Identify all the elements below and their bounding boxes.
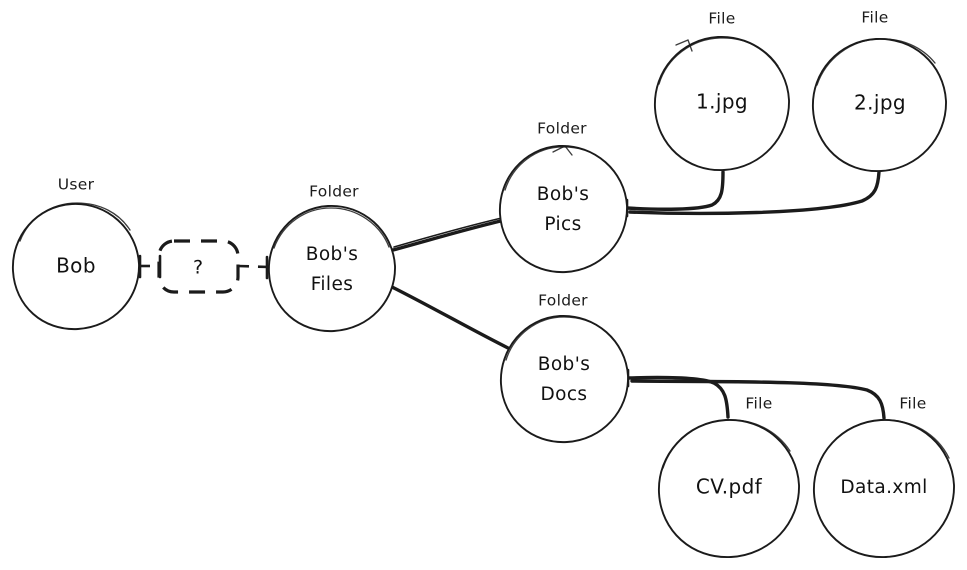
node-bob[interactable]: Bob (12, 202, 140, 330)
node-dataxml-sketch-stroke (817, 419, 950, 467)
node-bobs-files-circle[interactable] (268, 205, 396, 332)
node-2jpg-circle[interactable] (812, 38, 947, 172)
node-1jpg-arrow-tip (675, 39, 693, 52)
type-label-folder-files: Folder (309, 183, 359, 201)
node-bobs-files-label-line2: Files (311, 274, 354, 295)
type-label-user: User (58, 176, 95, 194)
node-bobs-pics[interactable]: Bob's Pics (499, 145, 628, 273)
unknown-node-box[interactable] (157, 239, 240, 294)
node-2jpg-label: 2.jpg (854, 91, 906, 115)
node-dataxml-label: Data.xml (840, 477, 927, 498)
node-bobs-files-sketch-stroke (273, 207, 390, 249)
node-bobs-pics-arrow-tip (552, 145, 573, 156)
edges-layer (138, 170, 886, 420)
node-bobs-pics-label-line1: Bob's (537, 184, 589, 205)
node-cvpdf[interactable]: CV.pdf (658, 419, 800, 558)
node-2jpg[interactable]: 2.jpg (812, 38, 947, 172)
node-bobs-docs-circle[interactable] (500, 315, 629, 443)
node-bob-label: Bob (56, 254, 96, 278)
type-label-file-cvpdf: File (745, 395, 772, 413)
edge-unknown-to-files (237, 255, 270, 280)
node-bob-circle[interactable] (12, 203, 140, 330)
type-label-folder-pics: Folder (537, 120, 587, 138)
node-bob-sketch-stroke (19, 202, 131, 242)
node-cvpdf-circle[interactable] (658, 419, 800, 558)
node-dataxml-circle[interactable] (813, 419, 955, 558)
node-bobs-pics-label-line2: Pics (544, 214, 581, 235)
edge-docs-to-dataxml (630, 379, 886, 420)
type-label-file-1jpg: File (708, 10, 735, 28)
edge-docs-to-cvpdf (626, 368, 730, 419)
node-2jpg-sketch-stroke (816, 38, 936, 86)
node-bobs-docs[interactable]: Bob's Docs (500, 315, 629, 443)
node-cvpdf-sketch-stroke (662, 419, 791, 469)
type-label-folder-docs: Folder (538, 292, 588, 310)
node-cvpdf-label: CV.pdf (696, 475, 763, 499)
node-1jpg-sketch-stroke (658, 37, 779, 85)
unknown-node[interactable]: ? (157, 239, 240, 294)
edge-files-to-pics (391, 216, 507, 252)
edge-bob-to-unknown (138, 254, 162, 279)
type-label-file-2jpg: File (861, 9, 888, 27)
node-bobs-pics-circle[interactable] (499, 145, 628, 273)
node-bobs-docs-label-line1: Bob's (538, 354, 590, 375)
type-label-file-dataxml: File (899, 395, 926, 413)
edge-files-to-docs (390, 285, 510, 350)
edge-pics-to-2jpg (628, 170, 881, 216)
edge-pics-to-1jpg (625, 170, 725, 218)
node-bobs-docs-sketch-stroke (505, 316, 606, 361)
node-bobs-docs-label-line2: Docs (541, 384, 588, 405)
node-bobs-files[interactable]: Bob's Files (268, 205, 396, 332)
node-dataxml[interactable]: Data.xml (813, 419, 955, 558)
node-1jpg-label: 1.jpg (696, 90, 748, 114)
unknown-node-label: ? (193, 257, 203, 279)
node-bobs-files-label-line1: Bob's (306, 244, 358, 265)
node-1jpg[interactable]: 1.jpg (654, 36, 790, 171)
